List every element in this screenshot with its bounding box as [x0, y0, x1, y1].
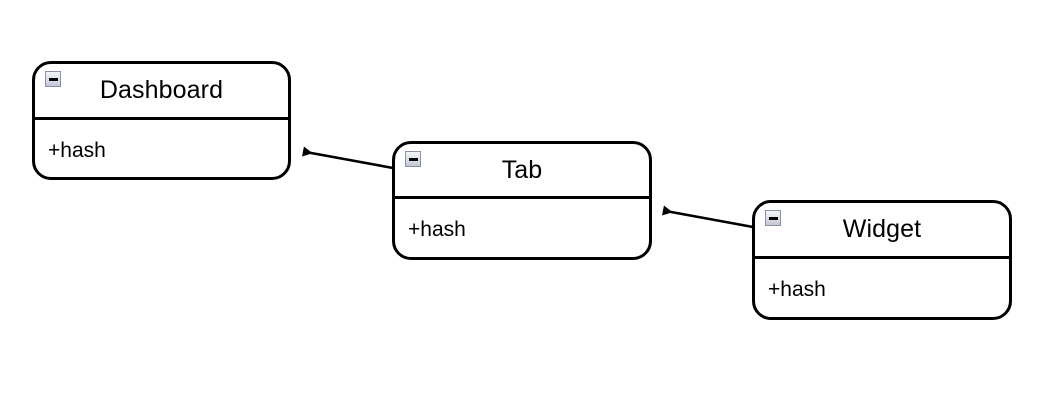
minus-bar: [408, 157, 418, 161]
uml-class-widget[interactable]: Widget +hash: [752, 200, 1012, 320]
uml-class-title: Dashboard: [99, 76, 224, 104]
uml-class-attributes: +hash: [395, 199, 649, 257]
uml-attribute: +hash: [768, 278, 826, 301]
collapse-minus-icon[interactable]: [45, 71, 61, 87]
uml-class-tab[interactable]: Tab +hash: [392, 141, 652, 260]
uml-class-header: Dashboard: [35, 64, 288, 120]
uml-class-header: Widget: [755, 203, 1009, 259]
minus-bar: [48, 77, 58, 81]
uml-attribute: +hash: [48, 138, 106, 162]
edge-widget-to-tab[interactable]: [662, 205, 754, 229]
uml-class-attributes: +hash: [35, 120, 288, 177]
uml-class-dashboard[interactable]: Dashboard +hash: [32, 61, 291, 180]
uml-class-header: Tab: [395, 144, 649, 199]
collapse-minus-icon[interactable]: [765, 210, 781, 226]
edge-tab-to-dashboard[interactable]: [302, 146, 394, 170]
collapse-minus-icon[interactable]: [405, 151, 421, 167]
uml-class-title: Widget: [842, 215, 922, 243]
uml-class-title: Tab: [501, 155, 543, 184]
uml-class-attributes: +hash: [755, 259, 1009, 317]
minus-bar: [768, 216, 778, 220]
uml-attribute: +hash: [408, 218, 466, 241]
